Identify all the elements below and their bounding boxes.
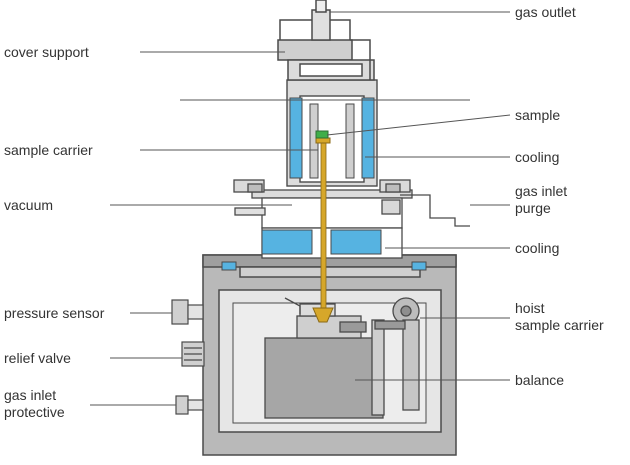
leader-lines: [90, 11, 511, 406]
seal-right: [411, 261, 427, 271]
cover-support-assembly: [277, 0, 375, 81]
label-sample: sample: [515, 107, 560, 123]
label-gas-inlet-protective-line1: gas inlet: [4, 387, 56, 403]
label-gas-inlet-protective-line2: protective: [4, 404, 65, 420]
label-gas-inlet-purge-line1: gas inlet: [515, 183, 567, 199]
hoist-mechanism: [374, 297, 420, 411]
label-gas-outlet: gas outlet: [515, 4, 576, 20]
label-gas-inlet-purge-line2: purge: [515, 200, 551, 216]
label-pressure-sensor: pressure sensor: [4, 305, 105, 321]
label-hoist-line1: hoist: [515, 300, 545, 316]
purge-pipe: [400, 194, 470, 227]
label-balance: balance: [515, 372, 564, 388]
label-cover-support: cover support: [4, 44, 89, 60]
label-relief-valve: relief valve: [4, 350, 71, 366]
sample-carrier-rod: [320, 139, 327, 311]
balance-coupling: [312, 307, 334, 323]
label-sample-carrier: sample carrier: [4, 142, 93, 158]
cooling-block-right: [330, 229, 382, 255]
cooling-jacket-right: [361, 97, 375, 179]
labels: gas outlet cover support sample sample c…: [4, 4, 604, 420]
sample-crucible: [315, 130, 329, 139]
seal-left: [221, 261, 237, 271]
cooling-jacket-left: [289, 97, 303, 179]
label-vacuum: vacuum: [4, 197, 53, 213]
label-cooling-top: cooling: [515, 149, 559, 165]
left-ports: [171, 299, 205, 415]
mid-flanges: [233, 179, 411, 193]
sample-cup: [315, 137, 331, 144]
label-hoist-line2: sample carrier: [515, 317, 604, 333]
cooling-block-left: [261, 229, 313, 255]
label-cooling-mid: cooling: [515, 240, 559, 256]
